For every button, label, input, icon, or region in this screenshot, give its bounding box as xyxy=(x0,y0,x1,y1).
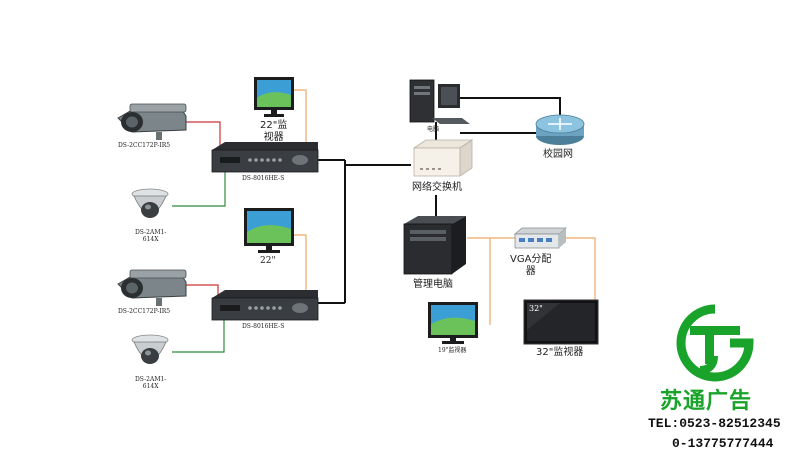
label-dome1-line2: 614X xyxy=(142,235,159,243)
cable-monitor1-dvr1 xyxy=(292,89,307,145)
label-dvr-1: DS-8016HE-S xyxy=(242,175,285,182)
label-management-pc: 管理电脑 xyxy=(413,279,453,290)
label-vga-line1: VGA分配 xyxy=(510,254,552,265)
label-bullet-camera-2: DS-2CC172P-IR5 xyxy=(118,308,171,315)
cable-cam2-dvr2 xyxy=(185,284,219,298)
label-top-pc: 电脑 xyxy=(427,126,440,133)
label-monitor-19: 19"监视器 xyxy=(438,347,467,354)
router xyxy=(535,114,585,145)
label-monitor-2: 22" xyxy=(260,256,276,266)
label-monitor1-line2: 视器 xyxy=(263,131,284,143)
cable-pc-router xyxy=(460,97,561,118)
cable-vga-bigscreen xyxy=(566,237,596,300)
contact-mobile: 0-13775777444 xyxy=(672,436,774,451)
label-monitor-1: 22"监 视器 xyxy=(260,120,287,143)
brand-name: 苏通广告 xyxy=(660,389,753,414)
dvr-1 xyxy=(211,142,319,173)
cable-dome2-dvr2 xyxy=(172,318,225,353)
label-dome1-line1: DS-2AM1- xyxy=(135,229,167,236)
label-vga-splitter: VGA分配 器 xyxy=(510,254,551,277)
cable-monitor2-dvr2 xyxy=(294,234,307,294)
logo-emblem xyxy=(676,304,754,382)
monitor-22-1 xyxy=(254,77,294,117)
label-big-screen-corner: 32" xyxy=(529,304,543,313)
cable-cam1-dvr1 xyxy=(185,121,221,150)
bullet-camera-1 xyxy=(117,103,187,140)
dome-camera-2 xyxy=(131,334,169,364)
label-monitor1-line1: 22"监 xyxy=(260,120,288,131)
label-router: 校园网 xyxy=(543,149,573,160)
label-dome-camera-2: DS-2AM1- 614X xyxy=(135,376,167,391)
contact-tel: TEL:0523-82512345 xyxy=(648,416,781,431)
monitor-19 xyxy=(428,302,478,344)
cable-dome1-dvr1 xyxy=(172,172,226,207)
dvr-2 xyxy=(211,290,319,321)
network-switch xyxy=(412,139,474,177)
label-vga-line2: 器 xyxy=(525,265,536,277)
label-big-screen: 32"监视器 xyxy=(536,347,584,358)
label-network-switch: 网络交换机 xyxy=(412,182,462,193)
big-screen-32 xyxy=(523,299,599,345)
management-pc xyxy=(403,216,466,275)
label-dome2-line1: DS-2AM1- xyxy=(135,376,167,383)
cables xyxy=(172,89,596,353)
bullet-camera-2 xyxy=(117,269,187,306)
label-bullet-camera-1: DS-2CC172P-IR5 xyxy=(118,142,171,149)
top-pc xyxy=(409,79,470,124)
label-dome2-line2: 614X xyxy=(142,382,159,390)
dome-camera-1 xyxy=(131,188,169,218)
vga-splitter xyxy=(513,227,568,249)
label-dome-camera-1: DS-2AM1- 614X xyxy=(135,229,167,244)
monitor-22-2 xyxy=(244,208,294,253)
label-dvr-2: DS-8016HE-S xyxy=(242,323,285,330)
